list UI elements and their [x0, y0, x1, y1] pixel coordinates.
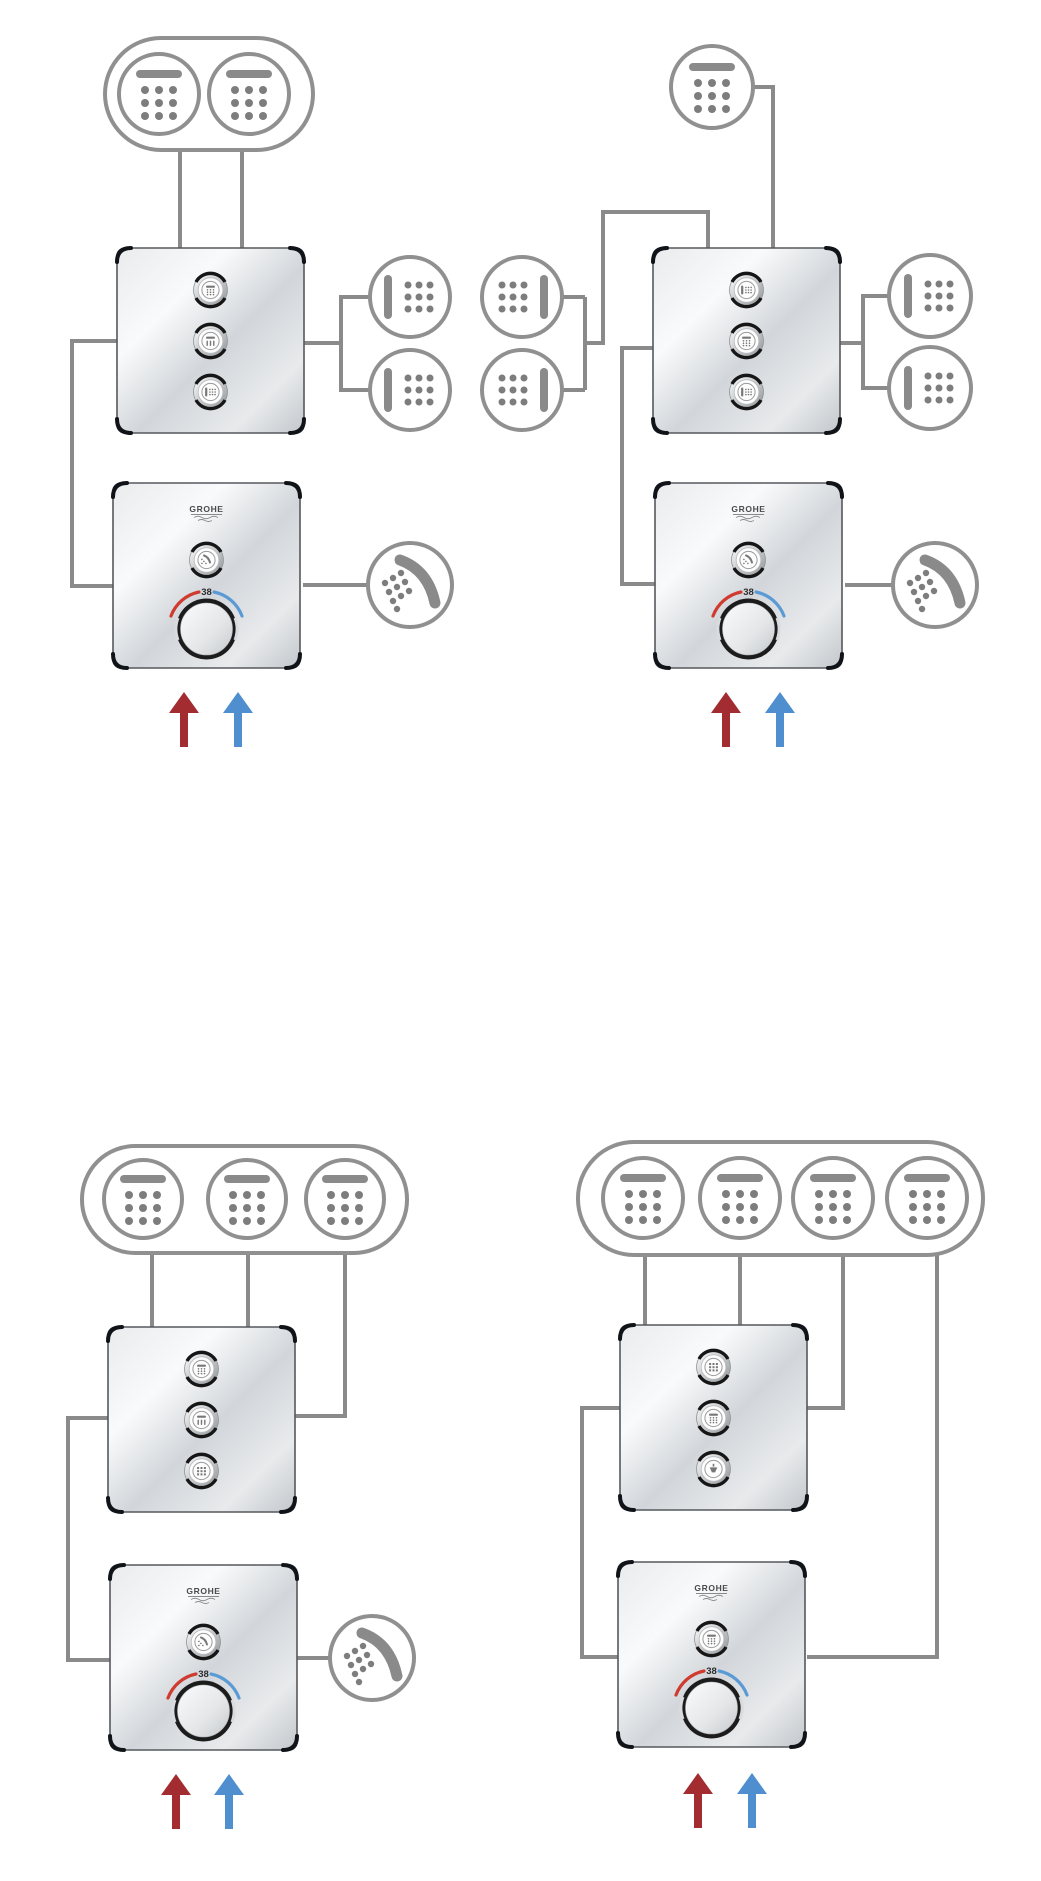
rain-shower-button-icon — [197, 1415, 206, 1425]
grohe-logo-waves — [191, 514, 222, 522]
hot-water-arrow — [683, 1773, 713, 1828]
temperature-label: 38 — [201, 587, 212, 598]
diagram-top-left: GROHE 38 — [70, 36, 454, 747]
pipe-run — [580, 1255, 939, 1659]
hot-dial-arc — [711, 590, 743, 618]
grohe-logo-waves — [188, 1596, 219, 1604]
temperature-knob — [685, 1681, 738, 1735]
thermostat-panel: GROHE 38 — [111, 481, 302, 670]
grohe-logo-waves — [733, 514, 764, 522]
valve-button-hand-shower — [727, 271, 766, 309]
temperature-knob — [180, 602, 233, 656]
hot-dial-arc — [166, 1672, 198, 1700]
pipe-run — [66, 1253, 347, 1662]
head-shower-button-icon — [709, 1413, 718, 1424]
temperature-label: 38 — [706, 1666, 717, 1677]
cold-water-arrow — [214, 1774, 244, 1829]
valve-button-head-shower — [182, 1350, 221, 1388]
valve-button-head-shower-2 — [191, 322, 230, 360]
cold-water-arrow — [223, 692, 253, 747]
valve-button-head-shower — [191, 271, 230, 309]
thermostat-button-head-shower — [692, 1620, 731, 1658]
hand-spray-outline — [891, 541, 979, 629]
pipe-run — [562, 85, 893, 587]
grohe-logo: GROHE — [189, 504, 223, 514]
rain-shower-button-icon — [206, 336, 215, 346]
grohe-logo: GROHE — [186, 1586, 220, 1596]
grohe-logo: GROHE — [731, 504, 765, 514]
hot-water-arrow — [711, 692, 741, 747]
valve-button-spa-outlet — [694, 1348, 733, 1386]
grid-outlet-button-icon — [197, 1467, 206, 1476]
diagram-bottom-left: GROHE 38 — [66, 1144, 416, 1829]
cold-dial-arc — [754, 590, 786, 618]
thermostat-panel: GROHE 38 — [108, 1563, 299, 1752]
thermostat-panel: GROHE 38 — [616, 1560, 807, 1749]
temperature-knob — [722, 602, 775, 656]
valve-button-spa-outlet — [182, 1452, 221, 1490]
cold-dial-arc — [209, 1672, 241, 1700]
temperature-label: 38 — [198, 1669, 209, 1680]
grohe-logo: GROHE — [694, 1583, 728, 1593]
temperature-label: 38 — [743, 587, 754, 598]
diagram-bottom-right: GROHE 38 — [576, 1140, 985, 1828]
head-shower-button-icon — [707, 1634, 716, 1645]
thermostat-button-hand-spray — [729, 541, 768, 579]
grid-outlet-button-icon — [709, 1363, 718, 1372]
hot-water-arrow — [169, 692, 199, 747]
cold-dial-arc — [717, 1669, 749, 1697]
thermostat-panel: GROHE 38 — [653, 481, 844, 670]
valve-button-hand-shower-2 — [727, 373, 766, 411]
grohe-logo-waves — [696, 1593, 727, 1601]
valve-button-head-shower-2 — [182, 1401, 221, 1439]
hot-water-arrow — [161, 1774, 191, 1829]
valve-button-head-shower — [727, 322, 766, 360]
hot-dial-arc — [169, 590, 201, 618]
valve-button-tub-spout — [694, 1450, 733, 1488]
cold-dial-arc — [212, 590, 244, 618]
hand-spray-outline — [366, 541, 454, 629]
valve-button-head-shower — [694, 1399, 733, 1437]
cold-water-arrow — [765, 692, 795, 747]
head-shower-button-icon — [206, 285, 215, 296]
pipe-run — [70, 150, 370, 588]
hot-dial-arc — [674, 1669, 706, 1697]
hand-spray-outline — [328, 1614, 416, 1702]
diagram-top-right: GROHE 38 — [480, 44, 979, 747]
head-shower-button-icon — [197, 1364, 206, 1375]
thermostat-button-hand-spray — [187, 541, 226, 579]
temperature-knob — [177, 1684, 230, 1738]
head-shower-button-icon — [742, 336, 751, 347]
thermostat-button-hand-spray — [184, 1623, 223, 1661]
cold-water-arrow — [737, 1773, 767, 1828]
valve-button-hand-shower — [191, 373, 230, 411]
